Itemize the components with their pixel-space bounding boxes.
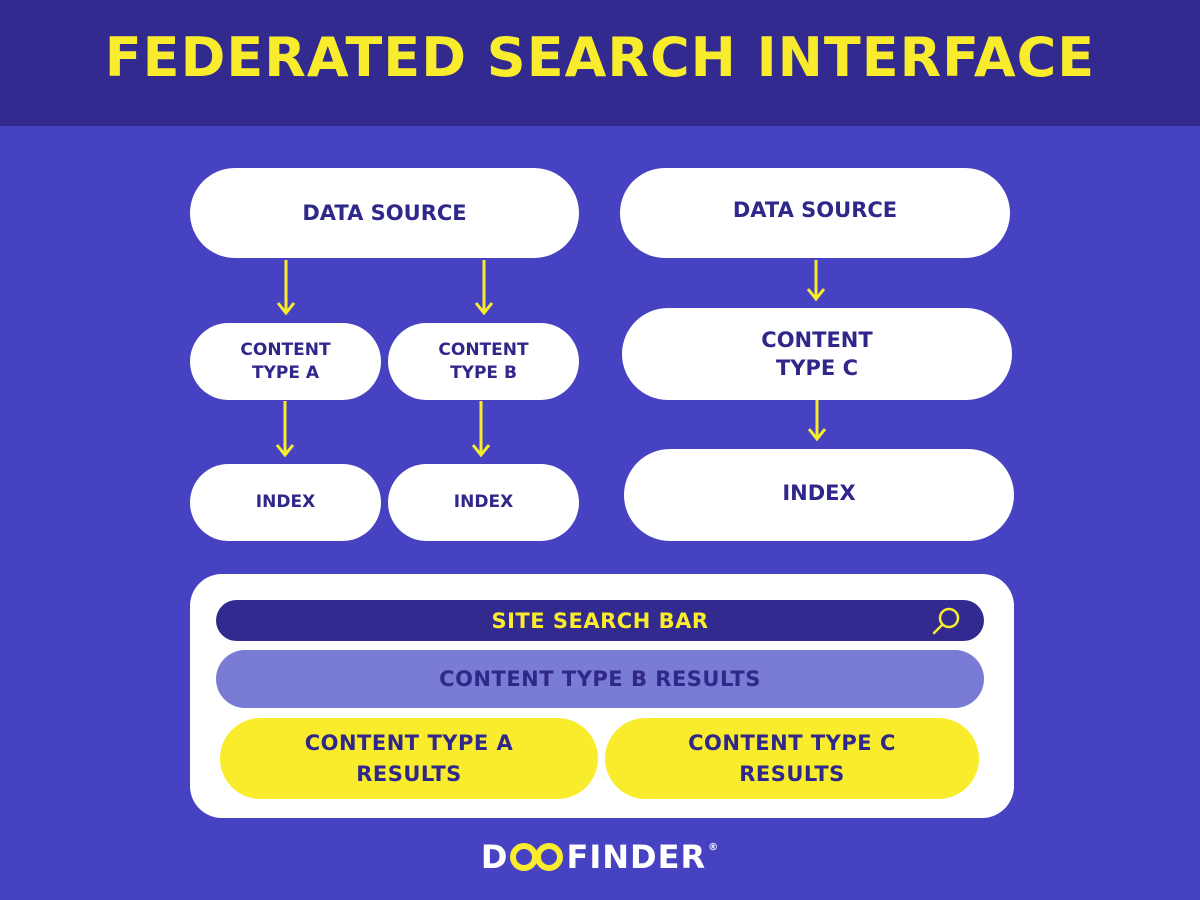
data-source-left-label: DATA SOURCE (302, 200, 467, 225)
content-type-c-box: CONTENT TYPE C (622, 308, 1012, 400)
content-type-b-results: CONTENT TYPE B RESULTS (216, 650, 984, 708)
content-type-c-label: CONTENT TYPE C (761, 327, 873, 380)
index-b-label: INDEX (453, 492, 514, 513)
registered-mark: ® (708, 842, 720, 853)
data-source-left: DATA SOURCE (190, 168, 579, 258)
index-c-box: INDEX (624, 449, 1014, 541)
site-search-bar[interactable]: SITE SEARCH BAR (216, 600, 984, 641)
index-a-label: INDEX (255, 492, 316, 513)
content-type-a-results: CONTENT TYPE A RESULTS (220, 718, 598, 799)
content-type-c-results-label: CONTENT TYPE C RESULTS (688, 731, 896, 786)
logo-double-o-icon (510, 843, 564, 871)
arrow-down-icon (474, 260, 494, 316)
content-type-a-label: CONTENT TYPE A (240, 339, 331, 383)
content-type-a-results-label: CONTENT TYPE A RESULTS (304, 731, 514, 786)
logo-suffix: FINDER (566, 838, 707, 876)
header-band (0, 0, 1200, 126)
index-c-label: INDEX (782, 481, 856, 505)
content-type-a-box: CONTENT TYPE A (190, 323, 381, 400)
logo-prefix: D (480, 838, 509, 876)
content-type-c-results: CONTENT TYPE C RESULTS (605, 718, 979, 799)
arrow-down-icon (807, 400, 827, 442)
arrow-down-icon (276, 260, 296, 316)
arrow-down-icon (275, 401, 295, 458)
data-source-right-label: DATA SOURCE (732, 198, 898, 222)
site-search-bar-label: SITE SEARCH BAR (491, 608, 709, 633)
doofinder-logo: D FINDER ® (0, 838, 1200, 876)
content-type-b-results-label: CONTENT TYPE B RESULTS (439, 667, 761, 691)
data-source-right: DATA SOURCE (620, 168, 1010, 258)
index-a-box: INDEX (190, 464, 381, 541)
content-type-b-box: CONTENT TYPE B (388, 323, 579, 400)
page-title: FEDERATED SEARCH INTERFACE (104, 26, 1096, 89)
index-b-box: INDEX (388, 464, 579, 541)
arrow-down-icon (806, 260, 826, 302)
arrow-down-icon (471, 401, 491, 458)
content-type-b-label: CONTENT TYPE B (438, 339, 529, 383)
search-icon[interactable] (930, 605, 962, 637)
